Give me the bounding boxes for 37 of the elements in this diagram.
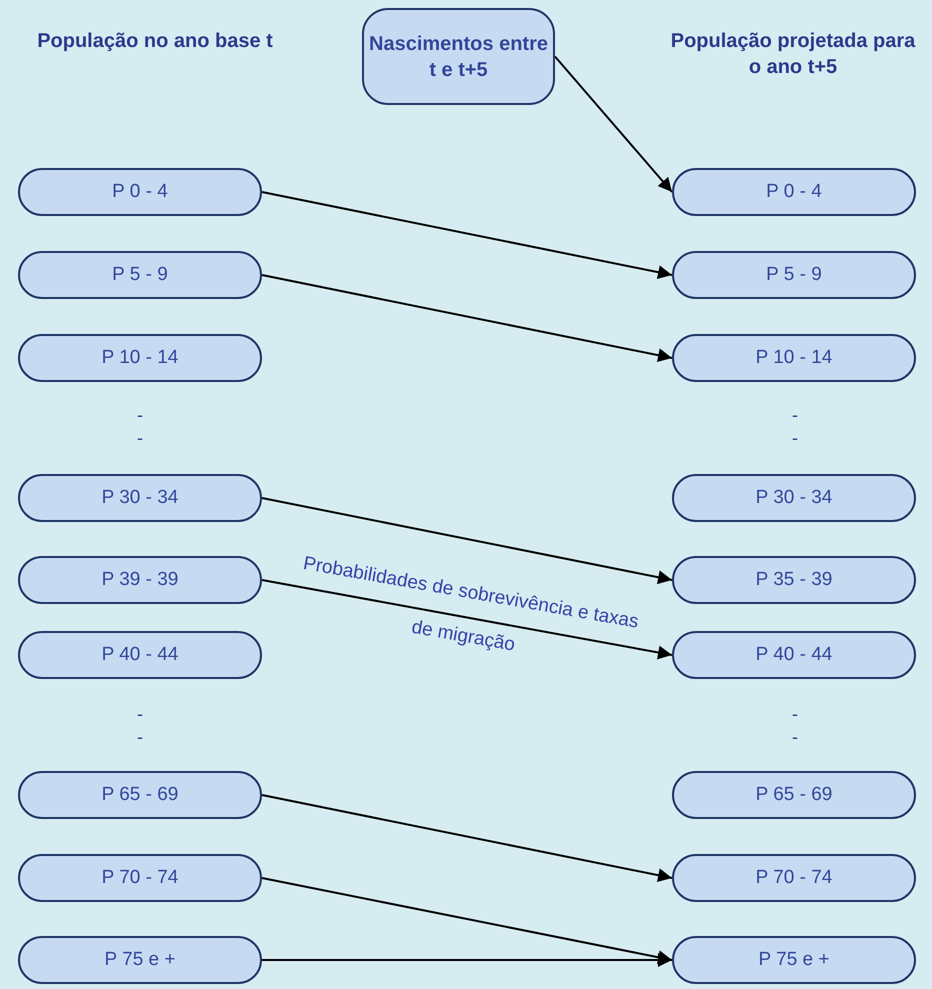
- rounded-box: Nascimentos entre t e t+5: [362, 8, 555, 105]
- pill-box: P 39 - 39: [18, 556, 262, 604]
- pill-box: P 75 e +: [672, 936, 916, 984]
- ellipsis-dash: -: [791, 727, 799, 748]
- arrow: [262, 497, 672, 584]
- pill-box: P 70 - 74: [18, 854, 262, 902]
- pill-box: P 70 - 74: [672, 854, 916, 902]
- pill-box: P 40 - 44: [672, 631, 916, 679]
- arrow: [262, 191, 672, 280]
- ellipsis-dash: -: [791, 704, 799, 725]
- ellipsis-dash: -: [136, 428, 144, 449]
- pill-box: P 30 - 34: [18, 474, 262, 522]
- arrow: [262, 579, 672, 660]
- arrow: [262, 953, 672, 967]
- pill-box: P 65 - 69: [672, 771, 916, 819]
- pill-box: P 5 - 9: [18, 251, 262, 299]
- arrow: [262, 877, 672, 964]
- pill-box: P 40 - 44: [18, 631, 262, 679]
- pill-box: P 0 - 4: [672, 168, 916, 216]
- column-heading: População no ano base t: [36, 29, 274, 54]
- pill-box: P 65 - 69: [18, 771, 262, 819]
- pill-box: P 5 - 9: [672, 251, 916, 299]
- ellipsis-dash: -: [791, 405, 799, 426]
- pill-box: P 0 - 4: [18, 168, 262, 216]
- pill-box: P 35 - 39: [672, 556, 916, 604]
- pill-box: P 30 - 34: [672, 474, 916, 522]
- ellipsis-dash: -: [136, 727, 144, 748]
- pill-box: P 75 e +: [18, 936, 262, 984]
- ellipsis-dash: -: [136, 704, 144, 725]
- arrow: [262, 794, 672, 882]
- arrow: [262, 274, 672, 362]
- pill-box: P 10 - 14: [18, 334, 262, 382]
- column-heading: População projetada para o ano t+5: [670, 29, 916, 80]
- ellipsis-dash: -: [791, 428, 799, 449]
- pill-box: P 10 - 14: [672, 334, 916, 382]
- arrow: [554, 56, 673, 193]
- ellipsis-dash: -: [136, 405, 144, 426]
